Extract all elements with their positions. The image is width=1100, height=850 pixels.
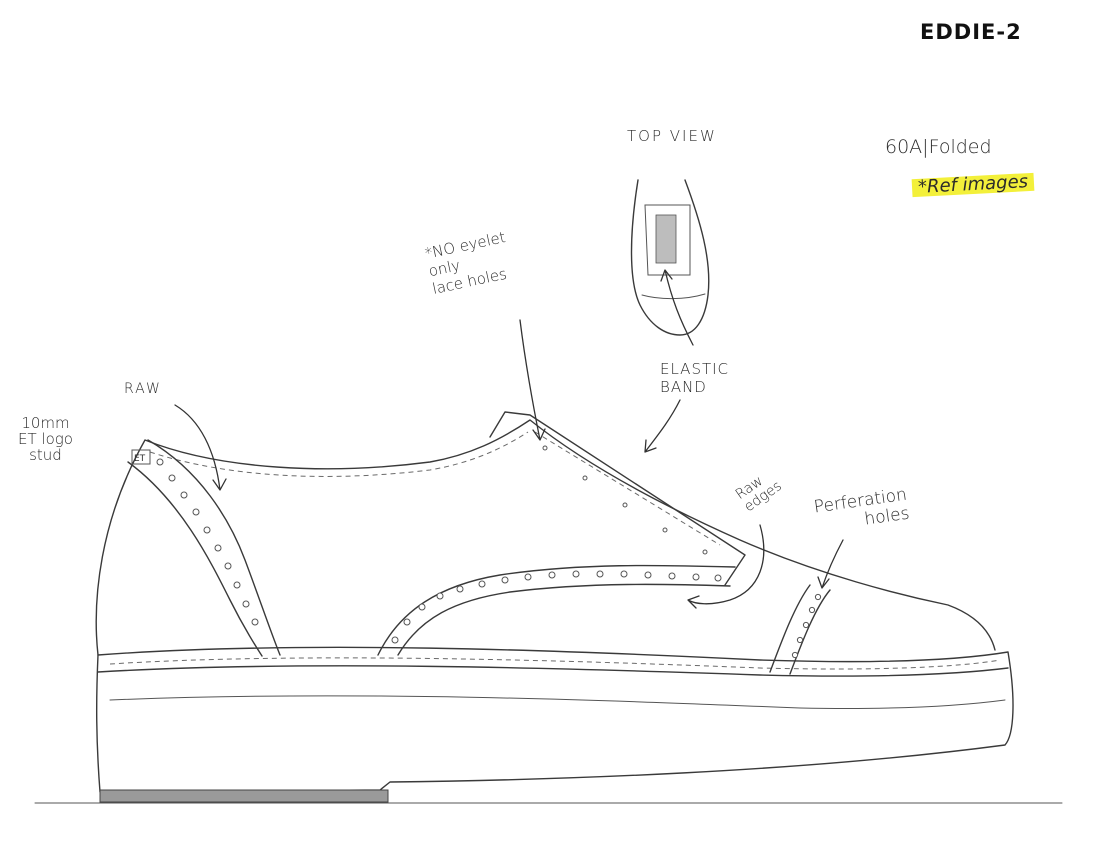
logo-stud-box xyxy=(131,449,151,465)
platform-sole xyxy=(95,646,1014,793)
lace-holes xyxy=(542,445,708,555)
elastic-arrow-side xyxy=(644,399,681,453)
perforation-arrow xyxy=(817,539,844,589)
toe-band-perforations xyxy=(791,593,822,659)
upper-outline xyxy=(95,419,996,656)
heel-cap xyxy=(99,789,389,803)
topline-stitching xyxy=(149,431,529,477)
lace-panel xyxy=(489,411,746,586)
heel-strap-perforations xyxy=(156,458,259,626)
elastic-band-panel xyxy=(655,214,677,264)
sole-stitching xyxy=(109,657,1001,670)
vamp-band-perforations xyxy=(391,570,722,644)
top-view-label: TOP VIEW xyxy=(627,127,717,145)
material-note: 60A|Folded xyxy=(885,136,992,158)
raw-callout: RAW xyxy=(124,381,162,397)
logo-stud-mark: ET xyxy=(134,454,146,464)
vamp-band-inner xyxy=(397,583,731,656)
midsole-line xyxy=(109,695,1006,710)
raw-arrow xyxy=(174,404,227,491)
lace-panel-stitch xyxy=(534,431,721,546)
logo-stud-callout: 10mm ET logo stud xyxy=(18,414,73,464)
heel-strap-inner xyxy=(127,461,263,657)
welt-line xyxy=(97,665,1009,677)
vamp-band-outer xyxy=(377,564,736,656)
toe-band-outer xyxy=(769,584,811,673)
elastic-arrow-top xyxy=(660,269,694,346)
eyelet-arrow xyxy=(519,319,546,441)
raw-edges-arrow xyxy=(687,524,765,609)
toe-band-inner xyxy=(789,589,831,675)
sheet-title: EDDIE-2 xyxy=(920,20,1022,44)
top-view-inset xyxy=(630,179,710,336)
elastic-band-callout: ELASTIC BAND xyxy=(660,360,730,396)
heel-strap xyxy=(147,439,281,656)
